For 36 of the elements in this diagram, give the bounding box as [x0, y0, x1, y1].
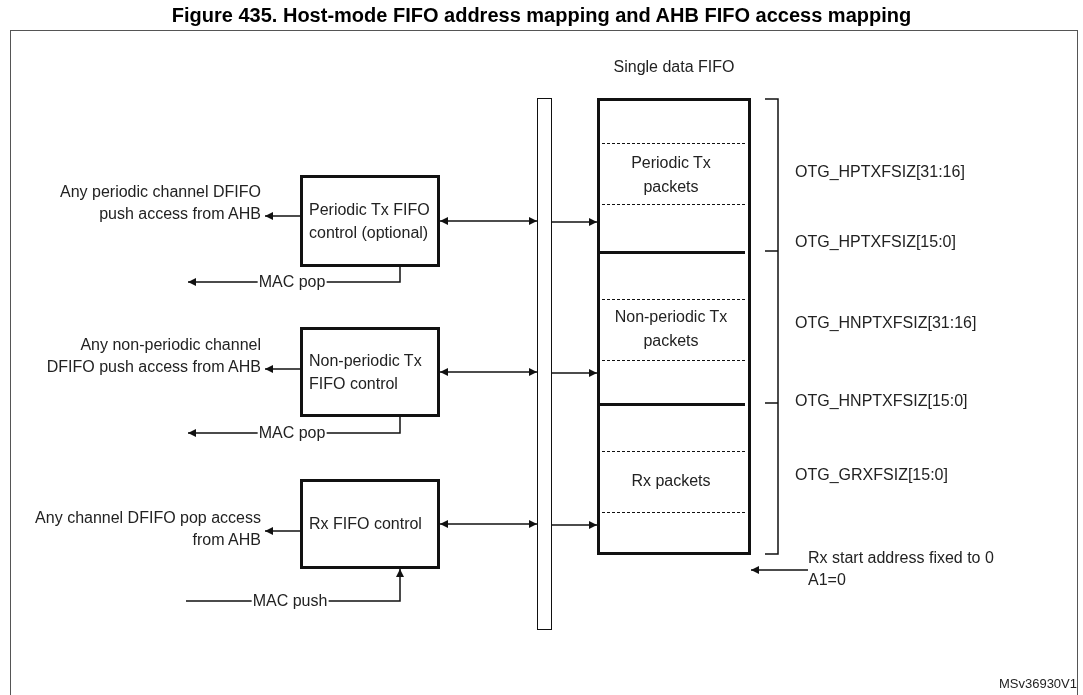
control-block — [300, 479, 440, 569]
note-text: A1=0 — [808, 570, 847, 591]
register-label: OTG_HNPTXFSIZ[15:0] — [795, 392, 968, 410]
section-label: Rx packets — [630, 470, 712, 491]
access-text: Any periodic channel DFIFO push access from AHB — [60, 181, 265, 251]
block-label: Rx FIFO control — [309, 514, 422, 535]
register-label: OTG_HNPTXFSIZ[31:16] — [795, 314, 977, 332]
note-text: Rx start address fixed to 0 — [808, 548, 995, 568]
access-text: Any channel DFIFO pop access from AHB — [12, 507, 265, 555]
edge-label: MAC pop — [257, 272, 327, 292]
access-text: Any non-periodic channel DFIFO push access from AHB — [40, 334, 265, 404]
arrow — [439, 520, 538, 528]
section-label: Non-periodic Tx packets — [613, 307, 729, 351]
register-label: OTG_GRXFSIZ[15:0] — [795, 466, 948, 484]
control-block — [300, 327, 440, 417]
figure-title: Figure 435. Host-mode FIFO address mapping and AHB FIFO access mapping — [170, 4, 913, 27]
fifo-heading: Single data FIFO — [612, 57, 736, 77]
block-label: Periodic Tx FIFO control (optional) — [309, 199, 431, 243]
arrow — [551, 369, 598, 377]
edge-label: MAC push — [251, 591, 329, 611]
arrow — [439, 217, 538, 225]
control-block — [300, 175, 440, 267]
block-label: Non-periodic Tx FIFO control — [309, 350, 423, 394]
edge-label: MAC pop — [257, 423, 327, 443]
register-label: OTG_HPTXFSIZ[31:16] — [795, 163, 965, 181]
arrow — [750, 566, 809, 574]
arrow — [551, 521, 598, 529]
arrow — [264, 527, 301, 535]
section-label: Periodic Tx packets — [630, 153, 712, 197]
arrow — [264, 365, 301, 373]
bus-bar — [537, 98, 552, 630]
register-label: OTG_HPTXFSIZ[15:0] — [795, 233, 956, 251]
figure-code: MSv36930V1 — [998, 676, 1077, 691]
arrow — [551, 218, 598, 226]
arrow — [264, 212, 301, 220]
arrow — [439, 368, 538, 376]
